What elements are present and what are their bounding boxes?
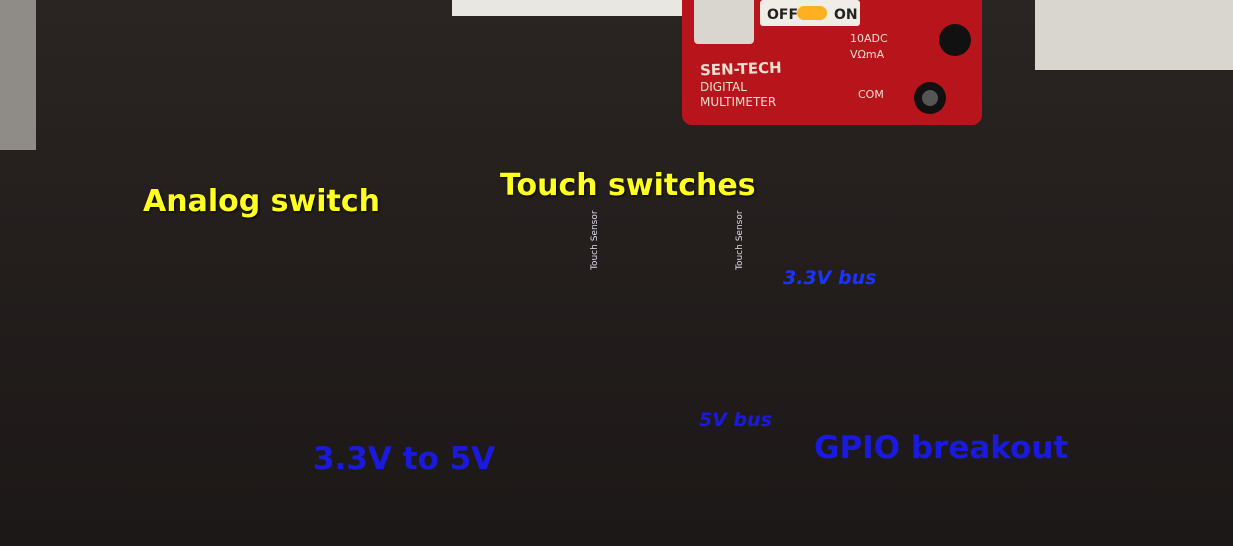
multimeter-switch-off: OFF [767, 7, 799, 23]
label-3v3-bus: 3.3V bus [783, 267, 877, 289]
sensor-1-print: Touch Sensor [590, 210, 600, 270]
multimeter-jack-v: VΩmA [850, 48, 885, 61]
label-analog-switch: Analog switch [143, 184, 380, 219]
wall-top-right [1035, 0, 1233, 70]
multimeter [682, 0, 982, 125]
sensor-2-print: Touch Sensor [735, 210, 745, 270]
label-gpio-breakout: GPIO breakout [814, 430, 1069, 466]
white-box-top [452, 0, 682, 16]
multimeter-brand: SEN-TECH [699, 58, 782, 80]
label-touch-switches: Touch switches [500, 168, 756, 203]
multimeter-line1: DIGITAL [700, 80, 747, 94]
multimeter-line2: MULTIMETER [700, 95, 777, 109]
multimeter-switch-on: ON [834, 7, 858, 23]
multimeter-range: 10ADC [850, 32, 888, 45]
gray-box-left [0, 0, 36, 150]
multimeter-jack-com: COM [858, 88, 884, 101]
label-5v-bus: 5V bus [699, 409, 772, 431]
label-level-shifter: 3.3V to 5V [313, 441, 496, 477]
